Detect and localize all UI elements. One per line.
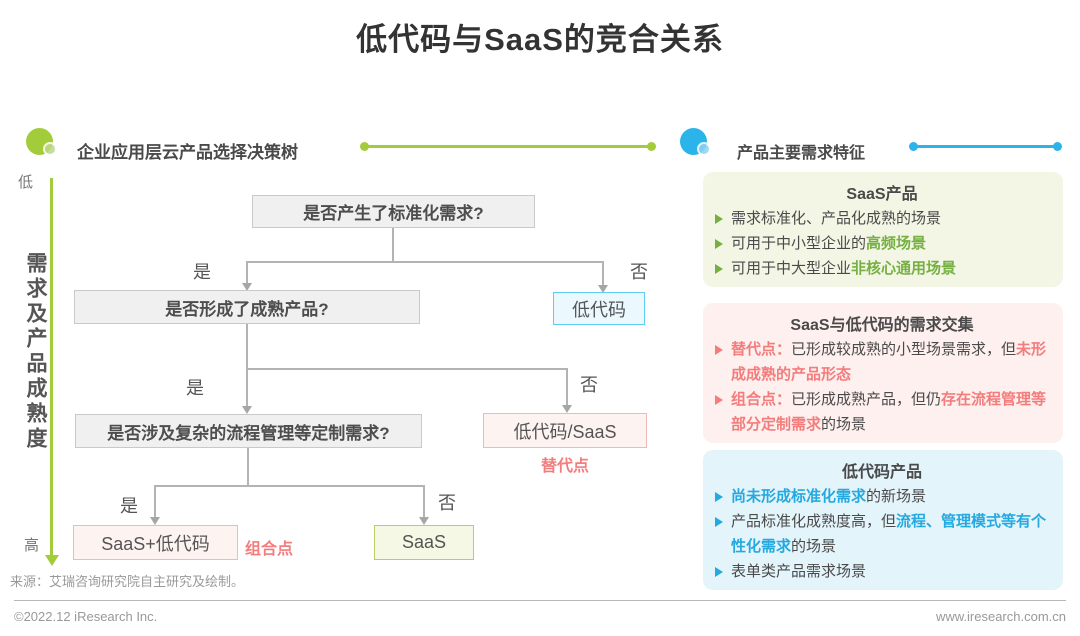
iresearch-bubbles-logo-green xyxy=(26,128,60,162)
flow-connector xyxy=(154,485,156,517)
result-saas: SaaS xyxy=(374,525,474,560)
right-section-title: 产品主要需求特征 xyxy=(737,145,866,162)
flow-arrow-icon xyxy=(242,283,252,291)
flow-arrow-icon xyxy=(242,406,252,414)
feature-bullet-text: 可用于中大型企业非核心通用场景 xyxy=(731,260,957,277)
maturity-axis-arrowhead-icon xyxy=(45,555,59,566)
combine-point-tag: 组合点 xyxy=(245,541,294,558)
feature-box-lowcode-product: 低代码产品尚未形成标准化需求的新场景产品标准化成熟度高，但流程、管理模式等有个性… xyxy=(703,450,1063,590)
feature-bullet-text: 需求标准化、产品化成熟的场景 xyxy=(731,210,942,227)
feature-bullet: 产品标准化成熟度高，但流程、管理模式等有个性化需求的场景 xyxy=(713,509,1051,559)
branch-yes-label: 是 xyxy=(120,496,138,516)
branch-no-label: 否 xyxy=(580,375,598,395)
branch-yes-label: 是 xyxy=(193,262,211,282)
feature-bullet-text: 替代点：已形成较成熟的小型场景需求，但未形成成熟的产品形态 xyxy=(731,341,1047,383)
axis-high-label: 高 xyxy=(24,537,40,554)
arrow-bullet-icon xyxy=(715,345,723,355)
result-saas-plus-lowcode: SaaS+低代码 xyxy=(73,525,238,560)
feature-bullet-list: 需求标准化、产品化成熟的场景可用于中小型企业的高频场景可用于中大型企业非核心通用… xyxy=(713,206,1051,281)
feature-bullet-text: 尚未形成标准化需求的新场景 xyxy=(731,488,927,505)
feature-bullet-list: 替代点：已形成较成熟的小型场景需求，但未形成成熟的产品形态组合点：已形成成熟产品… xyxy=(713,337,1051,437)
flow-connector xyxy=(392,228,394,261)
feature-bullet: 可用于中小型企业的高频场景 xyxy=(713,231,1051,256)
arrow-bullet-icon xyxy=(715,517,723,527)
feature-bullet: 可用于中大型企业非核心通用场景 xyxy=(713,256,1051,281)
page-title: 低代码与SaaS的竞合关系 xyxy=(356,22,724,57)
flow-connector xyxy=(423,485,425,517)
result-lowcode-saas: 低代码/SaaS xyxy=(483,413,647,448)
arrow-bullet-icon xyxy=(715,567,723,577)
source-note: 来源：艾瑞咨询研究院自主研究及绘制。 xyxy=(10,574,245,589)
left-section-title: 企业应用层云产品选择决策树 xyxy=(77,143,298,162)
axis-low-label: 低 xyxy=(18,174,34,191)
feature-box-title: 低代码产品 xyxy=(841,464,922,481)
result-lowcode: 低代码 xyxy=(553,292,645,325)
arrow-bullet-icon xyxy=(715,492,723,502)
question-mature-product: 是否形成了成熟产品? xyxy=(74,290,420,324)
feature-bullet: 尚未形成标准化需求的新场景 xyxy=(713,484,1051,509)
left-section-divider-line xyxy=(360,142,656,151)
flow-connector xyxy=(247,261,604,263)
footer-divider xyxy=(14,600,1066,601)
feature-box-saas-product: SaaS产品需求标准化、产品化成熟的场景可用于中小型企业的高频场景可用于中大型企… xyxy=(703,172,1063,287)
feature-box-title: SaaS与低代码的需求交集 xyxy=(790,317,974,334)
substitute-point-tag: 替代点 xyxy=(540,458,589,475)
feature-bullet: 需求标准化、产品化成熟的场景 xyxy=(713,206,1051,231)
feature-bullet-list: 尚未形成标准化需求的新场景产品标准化成熟度高，但流程、管理模式等有个性化需求的场… xyxy=(713,484,1051,584)
feature-bullet: 表单类产品需求场景 xyxy=(713,559,1051,584)
feature-bullet-text: 组合点：已形成成熟产品，但仍存在流程管理等部分定制需求的场景 xyxy=(731,391,1047,433)
flow-connector xyxy=(566,368,568,405)
question-complex-custom-demand: 是否涉及复杂的流程管理等定制需求? xyxy=(75,414,422,448)
feature-bullet-text: 可用于中小型企业的高频场景 xyxy=(731,235,927,252)
arrow-bullet-icon xyxy=(715,214,723,224)
flow-connector xyxy=(247,448,249,486)
right-section-divider-line xyxy=(909,142,1062,151)
branch-yes-label: 是 xyxy=(186,378,204,398)
flow-arrow-icon xyxy=(150,517,160,525)
flow-arrow-icon xyxy=(419,517,429,525)
flow-connector xyxy=(247,368,567,370)
flow-arrow-icon xyxy=(562,405,572,413)
footer-copyright: ©2022.12 iResearch Inc. xyxy=(14,609,158,624)
question-standardized-demand: 是否产生了标准化需求? xyxy=(252,195,535,228)
flow-arrow-icon xyxy=(598,285,608,293)
arrow-bullet-icon xyxy=(715,239,723,249)
feature-bullet: 组合点：已形成成熟产品，但仍存在流程管理等部分定制需求的场景 xyxy=(713,387,1051,437)
flow-connector xyxy=(602,261,604,285)
maturity-axis-arrow xyxy=(50,178,53,556)
feature-bullet-text: 表单类产品需求场景 xyxy=(731,563,867,580)
flow-connector xyxy=(246,324,248,406)
feature-bullet-text: 产品标准化成熟度高，但流程、管理模式等有个性化需求的场景 xyxy=(731,513,1047,555)
feature-box-title: SaaS产品 xyxy=(846,186,918,203)
feature-box-saas-lowcode-intersection: SaaS与低代码的需求交集替代点：已形成较成熟的小型场景需求，但未形成成熟的产品… xyxy=(703,303,1063,443)
footer-website: www.iresearch.com.cn xyxy=(935,609,1066,624)
branch-no-label: 否 xyxy=(630,262,648,282)
flow-connector xyxy=(246,261,248,284)
arrow-bullet-icon xyxy=(715,264,723,274)
flow-connector xyxy=(155,485,425,487)
feature-bullet: 替代点：已形成较成熟的小型场景需求，但未形成成熟的产品形态 xyxy=(713,337,1051,387)
iresearch-bubbles-logo-blue xyxy=(680,128,714,162)
branch-no-label: 否 xyxy=(438,493,456,513)
arrow-bullet-icon xyxy=(715,395,723,405)
maturity-axis-label: 需求及产品成熟度 xyxy=(24,252,47,452)
